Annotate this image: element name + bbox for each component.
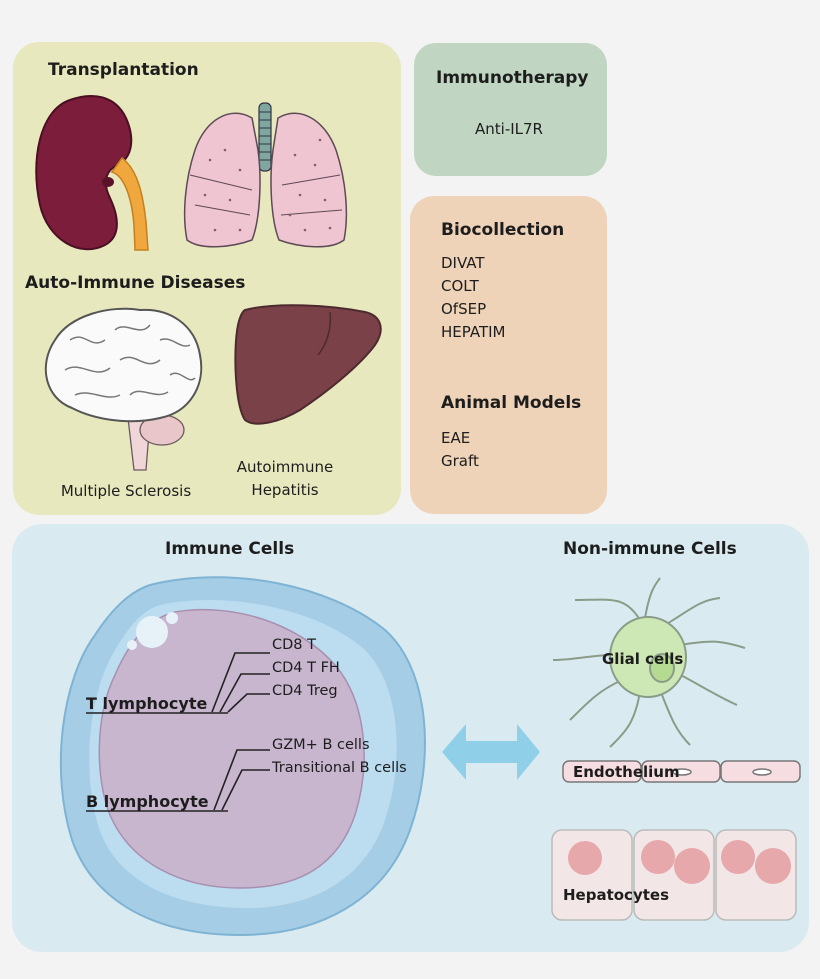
immune-cells-title: Immune Cells (165, 539, 295, 559)
animal-models-list: EAE Graft (441, 427, 479, 473)
biocollection-item: HEPATIM (441, 323, 506, 341)
biocollection-item: OfSEP (441, 300, 487, 318)
t-subtype-cd4-tfh: CD4 T FH (272, 660, 340, 676)
immunotherapy-item: Anti-IL7R (475, 120, 543, 138)
animal-model-item: EAE (441, 429, 471, 447)
hepatitis-caption-line2: Hepatitis (251, 481, 319, 499)
kidney-icon (35, 95, 149, 251)
endothelium-label: Endothelium (573, 763, 680, 781)
hepatitis-caption-line1: Autoimmune (236, 458, 334, 476)
b-subtype-gzm: GZM+ B cells (272, 737, 370, 753)
lungs-icon (183, 102, 348, 248)
double-arrow-icon (442, 724, 540, 780)
brain-icon (44, 307, 203, 471)
t-subtype-cd8: CD8 T (272, 637, 316, 653)
t-lymphocyte-label: T lymphocyte (86, 694, 208, 713)
nonimmune-cells-title: Non-immune Cells (563, 539, 737, 559)
immunotherapy-panel (414, 43, 607, 176)
glial-cell-icon (552, 577, 746, 748)
hepatocytes-icon (551, 829, 797, 921)
biocollection-item: DIVAT (441, 254, 485, 272)
b-lymphocyte-label: B lymphocyte (86, 792, 209, 811)
biocollection-list: DIVAT COLT OfSEP HEPATIM (441, 252, 505, 344)
t-subtype-cd4-treg: CD4 Treg (272, 683, 338, 699)
t-label-lines (86, 652, 270, 714)
transplantation-title: Transplantation (48, 60, 199, 80)
autoimmune-title: Auto-Immune Diseases (25, 273, 246, 293)
animal-models-title: Animal Models (441, 393, 582, 413)
ms-caption: Multiple Sclerosis (60, 482, 192, 500)
immunotherapy-title: Immunotherapy (436, 68, 589, 88)
biocollection-item: COLT (441, 277, 479, 295)
b-subtype-transitional: Transitional B cells (272, 760, 407, 776)
endothelium-icon (562, 760, 801, 783)
biocollection-title: Biocollection (441, 220, 565, 240)
b-label-lines (86, 749, 270, 812)
biocollection-panel (410, 196, 607, 514)
glial-cells-label: Glial cells (602, 650, 684, 668)
liver-icon (234, 304, 382, 425)
hepatocytes-label: Hepatocytes (563, 886, 670, 904)
animal-model-item: Graft (441, 452, 479, 470)
immune-cell-icon (59, 576, 426, 937)
